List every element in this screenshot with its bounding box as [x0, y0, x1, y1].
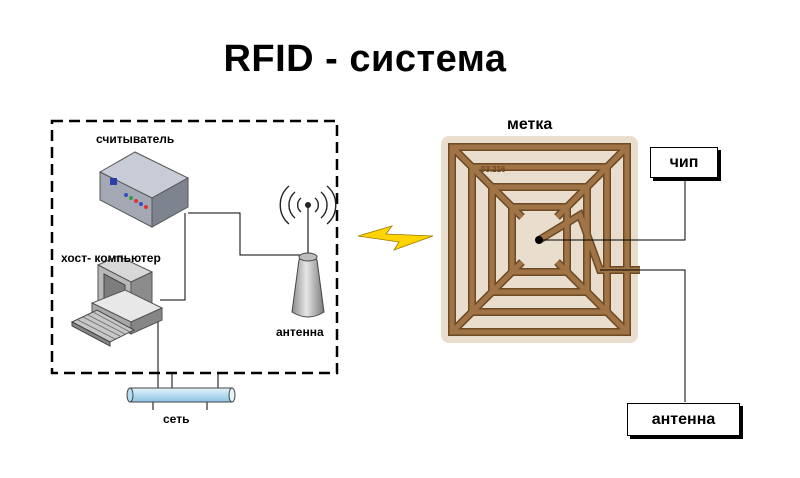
tag-code: 03.216 — [481, 165, 506, 174]
network-pipe — [126, 387, 236, 403]
wireless-link-bolt — [357, 225, 434, 251]
connection-lines — [152, 212, 300, 410]
antenna-tower — [279, 185, 337, 318]
tag-label: метка — [507, 116, 553, 133]
page-title: RFID - система — [223, 38, 507, 80]
reader-device — [98, 151, 190, 228]
chip-box: чип — [650, 147, 718, 178]
tag-leader-lines — [539, 177, 686, 402]
host-computer-label: хост- компьютер — [61, 251, 161, 265]
signal-waves — [279, 185, 337, 225]
antenna-label: антенна — [276, 325, 324, 339]
host-computer — [70, 255, 164, 347]
reader-label: считыватель — [96, 132, 175, 146]
antenna-box: антенна — [627, 403, 740, 436]
network-label: сеть — [163, 412, 190, 426]
system-boundary — [50, 119, 339, 375]
